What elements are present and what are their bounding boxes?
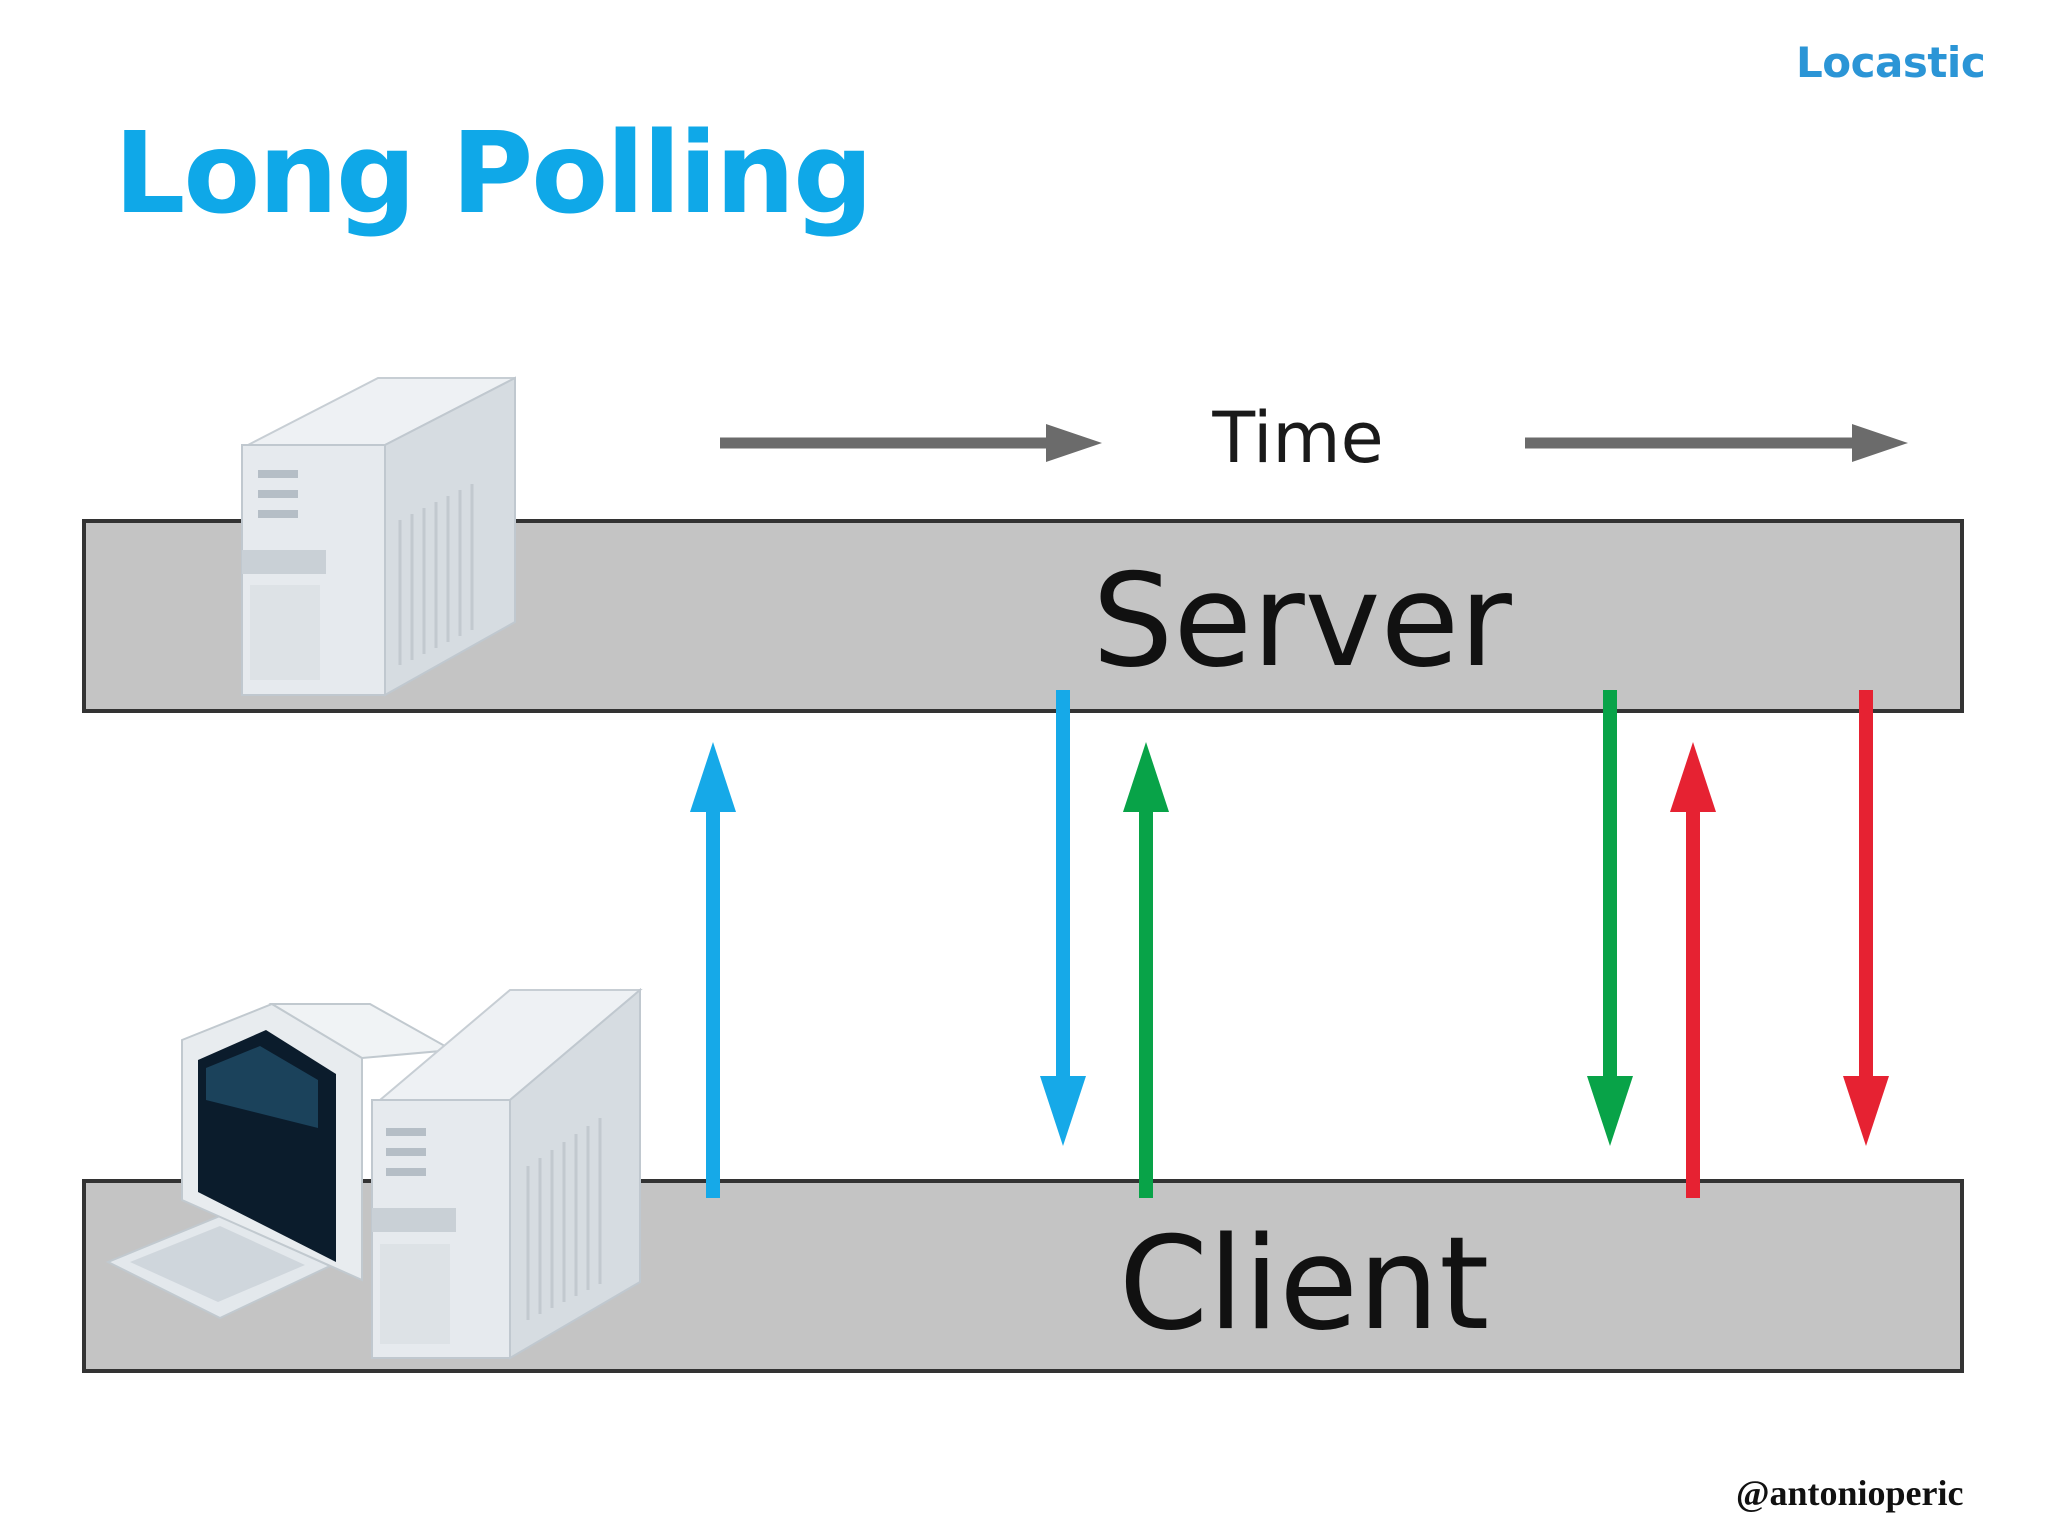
time-label: Time [1211,397,1383,479]
author-handle: @antonioperic [1736,1473,1964,1513]
red-request-arrow [1670,742,1716,1198]
client-bar: Client [82,1179,1964,1373]
time-arrow-left [720,424,1102,462]
client-computer-icon [105,987,643,1360]
blue-request-arrow [690,742,736,1198]
green-request-arrow [1123,742,1169,1198]
red-response-arrow [1843,690,1889,1146]
client-label: Client [1119,1210,1490,1359]
blue-response-arrow [1040,690,1086,1146]
green-response-arrow [1587,690,1633,1146]
brand-logo: Locastic [1796,38,1986,87]
server-computer-icon [241,376,516,697]
slide-title: Long Polling [114,109,873,239]
server-label: Server [1092,547,1512,696]
time-arrow-right [1525,424,1908,462]
